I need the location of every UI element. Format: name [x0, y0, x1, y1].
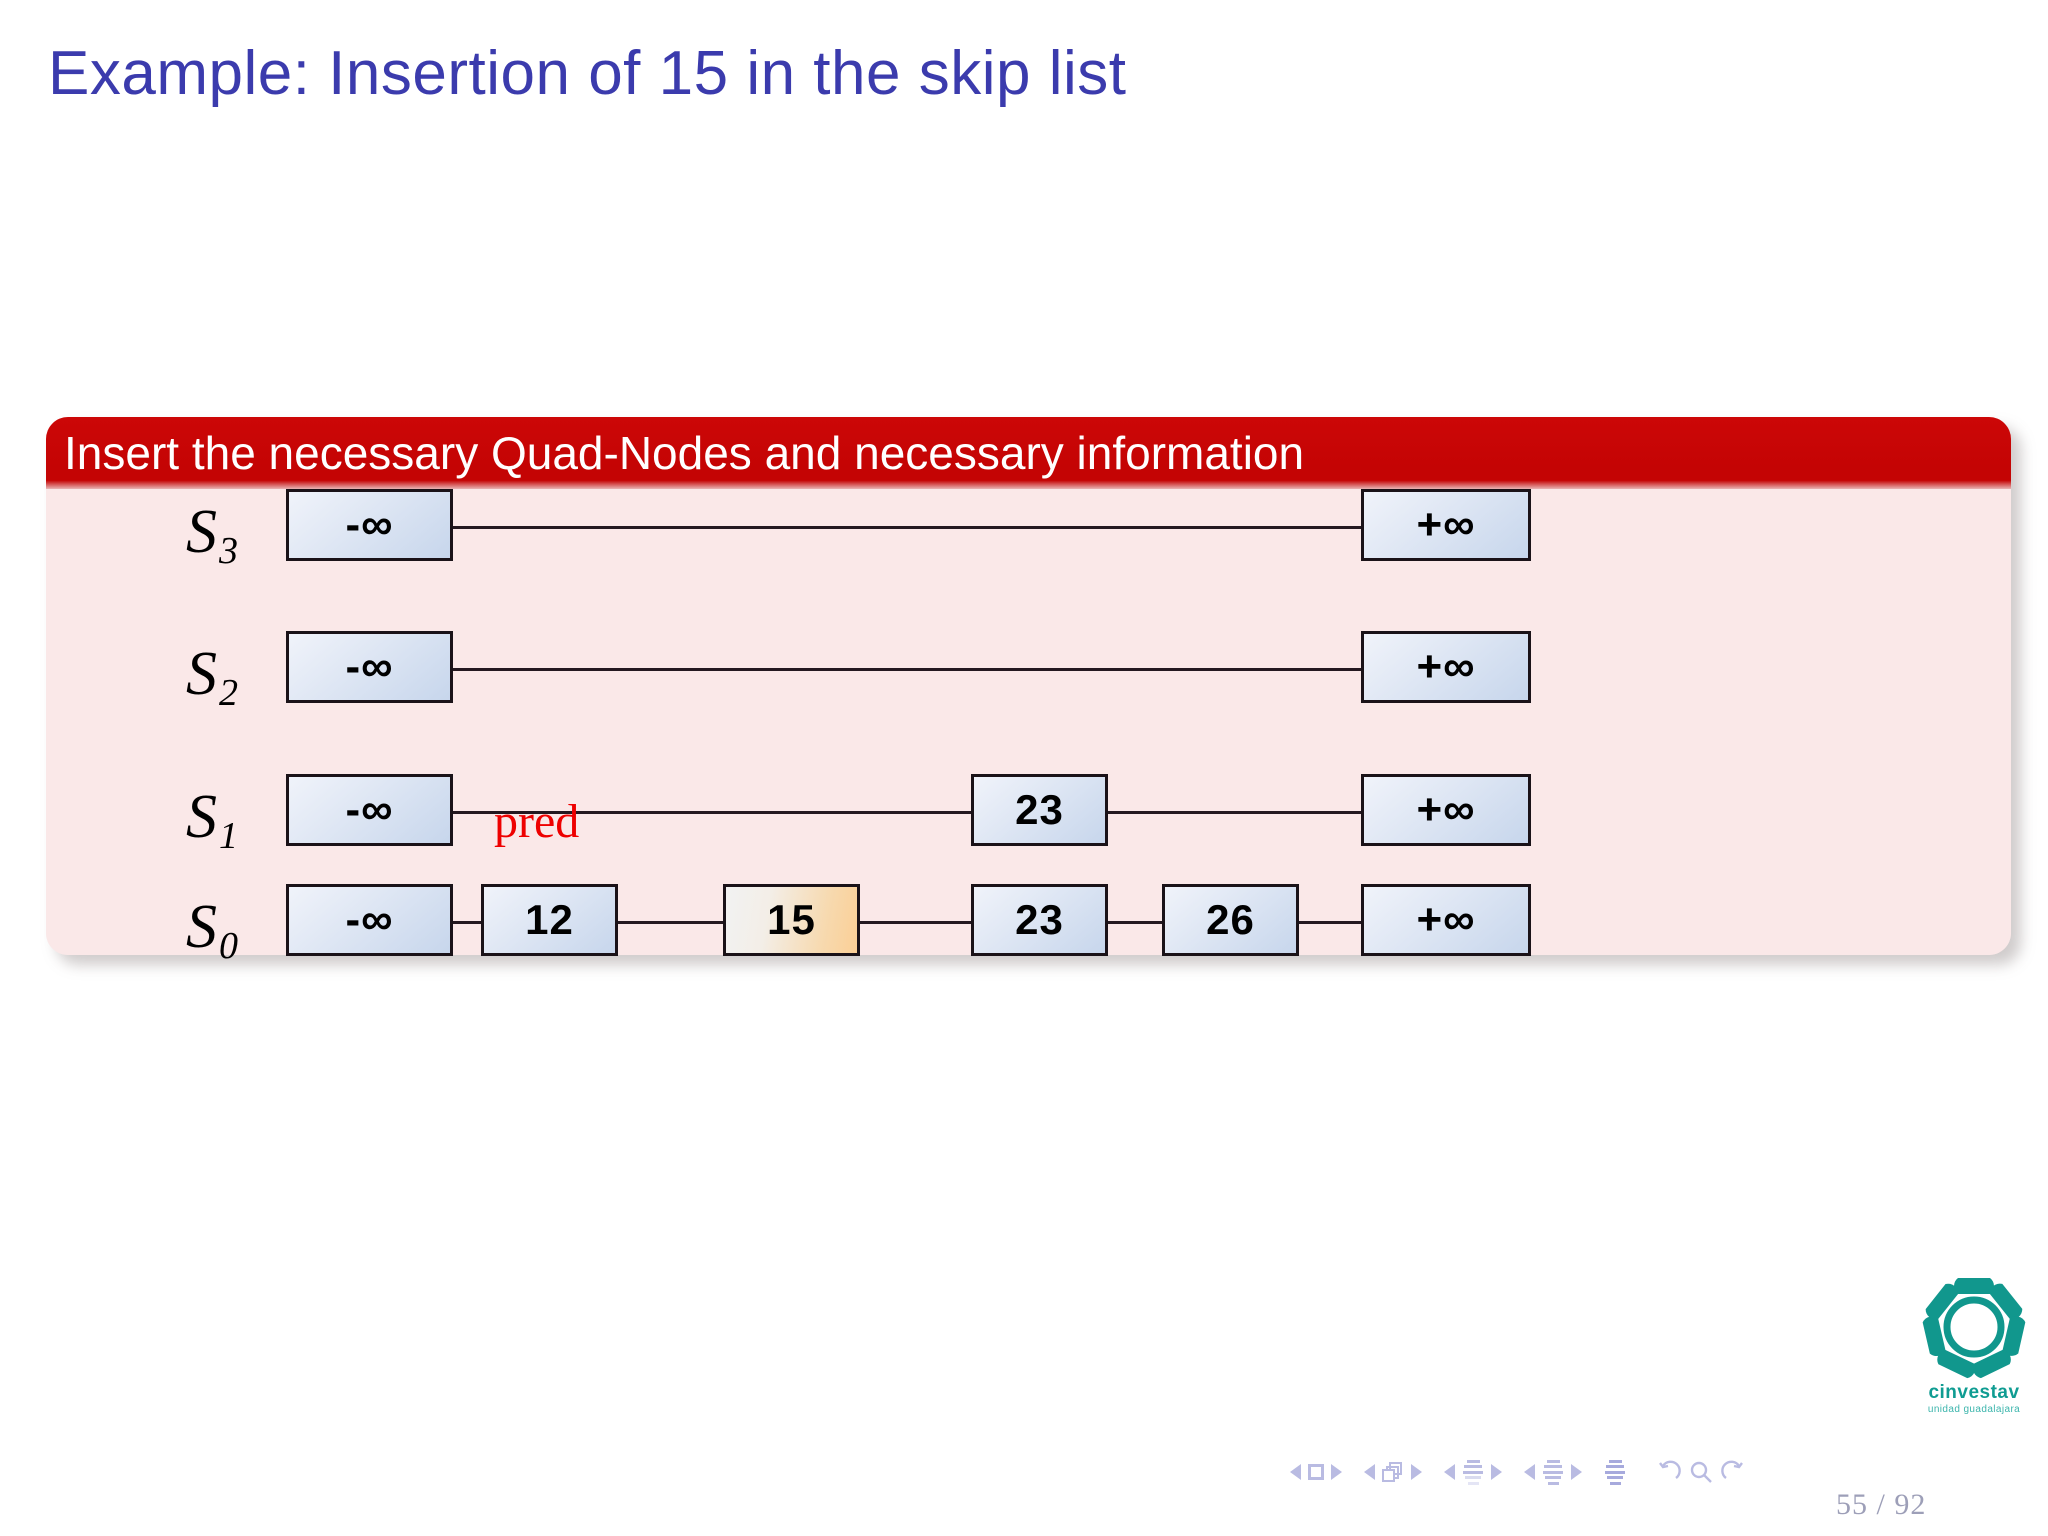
level-label-s1: S1 — [126, 782, 238, 857]
level-label-subscript: 1 — [219, 815, 238, 857]
skip-list-diagram: S3 -∞ +∞ S2 -∞ +∞ S1 — [46, 489, 2011, 967]
skip-node-23[interactable]: 23 — [971, 774, 1108, 846]
skip-node-26[interactable]: 26 — [1162, 884, 1299, 956]
next-slide-icon[interactable] — [1331, 1464, 1342, 1480]
level-label-s0: S0 — [126, 892, 238, 967]
link-line — [446, 526, 1446, 529]
link-line — [616, 921, 726, 924]
skip-node-value: 26 — [1206, 896, 1255, 943]
cinvestav-logo: cinvestav unidad guadalajara — [1908, 1272, 2040, 1422]
nav-subsection-group[interactable] — [1444, 1459, 1502, 1485]
cinvestav-logo-icon — [1922, 1278, 2026, 1379]
level-label-letter: S — [186, 783, 217, 851]
skip-list-level-2: S2 -∞ +∞ — [46, 631, 2011, 717]
next-frame-icon[interactable] — [1411, 1464, 1422, 1480]
nav-section-group[interactable] — [1524, 1459, 1582, 1485]
link-line — [446, 921, 486, 924]
pred-annotation-label: pred — [494, 795, 580, 848]
back-icon[interactable] — [1656, 1459, 1682, 1485]
skip-node-value: +∞ — [1416, 500, 1476, 549]
skip-list-level-1: S1 -∞ 23 +∞ — [46, 774, 2011, 860]
section-icon[interactable] — [1542, 1459, 1564, 1485]
prev-frame-icon[interactable] — [1364, 1464, 1375, 1480]
nav-slide-group[interactable] — [1290, 1464, 1342, 1480]
skip-node-value: -∞ — [345, 500, 394, 549]
level-label-letter: S — [186, 640, 217, 708]
skip-node-value: -∞ — [345, 642, 394, 691]
skip-node-neg-infinity[interactable]: -∞ — [286, 631, 453, 703]
nav-frame-group[interactable] — [1364, 1462, 1422, 1482]
page-title: Example: Insertion of 15 in the skip lis… — [48, 39, 1127, 108]
skip-node-value: +∞ — [1416, 895, 1476, 944]
skip-node-neg-infinity[interactable]: -∞ — [286, 774, 453, 846]
search-icon[interactable] — [1688, 1459, 1714, 1485]
link-line — [1104, 811, 1366, 814]
level-label-s3: S3 — [126, 497, 238, 572]
nav-presentation-group[interactable] — [1604, 1459, 1626, 1485]
block-header: Insert the necessary Quad-Nodes and nece… — [46, 417, 2011, 489]
page-number: 55 / 92 — [1836, 1488, 1927, 1521]
next-section-icon[interactable] — [1571, 1464, 1582, 1480]
link-line — [446, 668, 1446, 671]
skip-node-23[interactable]: 23 — [971, 884, 1108, 956]
skip-node-neg-infinity[interactable]: -∞ — [286, 489, 453, 561]
skip-node-value: +∞ — [1416, 785, 1476, 834]
level-label-letter: S — [186, 498, 217, 566]
prev-subsection-icon[interactable] — [1444, 1464, 1455, 1480]
nav-round-group[interactable] — [1656, 1459, 1746, 1485]
slide-icon[interactable] — [1308, 1464, 1324, 1480]
skip-node-value: -∞ — [345, 895, 394, 944]
skip-node-pos-infinity[interactable]: +∞ — [1361, 884, 1531, 956]
skip-node-pos-infinity[interactable]: +∞ — [1361, 774, 1531, 846]
prev-slide-icon[interactable] — [1290, 1464, 1301, 1480]
level-label-subscript: 3 — [219, 530, 238, 572]
level-label-subscript: 0 — [219, 925, 238, 967]
skip-node-value: -∞ — [345, 785, 394, 834]
skip-node-12[interactable]: 12 — [481, 884, 618, 956]
prev-section-icon[interactable] — [1524, 1464, 1535, 1480]
skip-node-value: 23 — [1015, 896, 1064, 943]
skip-node-15[interactable]: 15 — [723, 884, 860, 956]
skip-list-level-3: S3 -∞ +∞ — [46, 489, 2011, 575]
subsection-icon[interactable] — [1462, 1459, 1484, 1485]
link-line — [1104, 921, 1166, 924]
skip-list-level-0: S0 -∞ 12 15 23 26 +∞ — [46, 884, 2011, 970]
skip-node-pos-infinity[interactable]: +∞ — [1361, 631, 1531, 703]
logo-name: cinvestav — [1928, 1382, 2020, 1403]
link-line — [856, 921, 976, 924]
level-label-letter: S — [186, 893, 217, 961]
forward-icon[interactable] — [1720, 1459, 1746, 1485]
skip-node-value: 12 — [525, 896, 574, 943]
skip-node-pos-infinity[interactable]: +∞ — [1361, 489, 1531, 561]
next-subsection-icon[interactable] — [1491, 1464, 1502, 1480]
skip-node-value: +∞ — [1416, 642, 1476, 691]
link-line — [1296, 921, 1366, 924]
level-label-subscript: 2 — [219, 672, 238, 714]
skip-node-neg-infinity[interactable]: -∞ — [286, 884, 453, 956]
skip-node-value: 23 — [1015, 786, 1064, 833]
block-header-title: Insert the necessary Quad-Nodes and nece… — [64, 427, 1305, 479]
content-block: Insert the necessary Quad-Nodes and nece… — [46, 417, 2011, 967]
level-label-s2: S2 — [126, 639, 238, 714]
skip-node-value: 15 — [767, 896, 816, 943]
presentation-icon[interactable] — [1604, 1459, 1626, 1485]
logo-subtitle: unidad guadalajara — [1927, 1404, 2021, 1415]
link-line — [446, 811, 976, 814]
frame-stack-icon[interactable] — [1382, 1462, 1404, 1482]
beamer-navigation-bar[interactable] — [1290, 1452, 1990, 1492]
